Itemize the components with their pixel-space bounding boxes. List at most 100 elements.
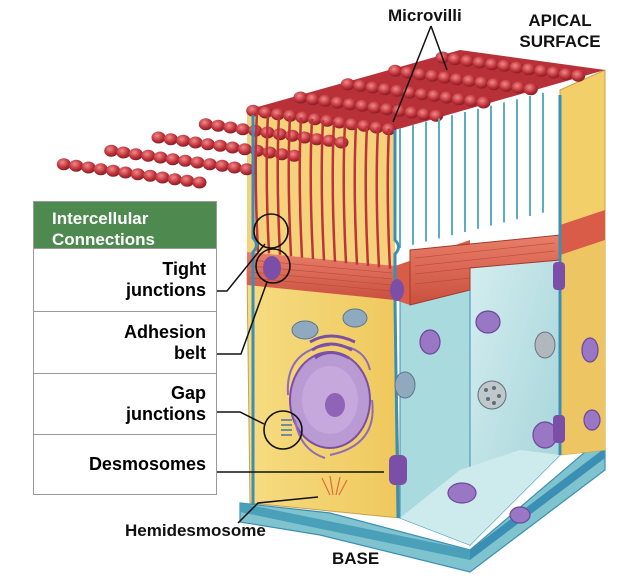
apical-label-line2: SURFACE bbox=[519, 31, 601, 51]
row-label-line2: junctions bbox=[126, 280, 206, 300]
microvillus-tip bbox=[464, 94, 479, 107]
microvillus-tip bbox=[258, 106, 273, 119]
microvillus-tip bbox=[447, 53, 462, 66]
microvillus-tip bbox=[437, 71, 452, 84]
microvillus-tip bbox=[404, 106, 419, 119]
microvillus-tip bbox=[499, 79, 514, 92]
microvillus-tip bbox=[523, 83, 538, 96]
microvillus-tip bbox=[340, 78, 355, 91]
right-side-cell bbox=[559, 69, 606, 456]
microvillus-strand bbox=[276, 114, 282, 255]
microvillus-strand bbox=[375, 127, 381, 268]
microvillus-tip bbox=[497, 59, 512, 72]
microvillus-tip bbox=[106, 164, 121, 177]
microvillus-tip bbox=[534, 64, 549, 77]
microvillus-tip bbox=[342, 98, 357, 111]
microvillus-tip bbox=[56, 158, 71, 171]
microvillus-strand bbox=[254, 111, 260, 253]
microvillus-tip bbox=[377, 83, 392, 96]
microvillus-tip bbox=[188, 136, 203, 149]
panel-title-line2: Connections bbox=[52, 230, 155, 249]
microvillus-tip bbox=[318, 94, 333, 107]
callout-circles bbox=[253, 213, 303, 450]
microvillus-tip bbox=[200, 138, 215, 151]
row-label-line1: Tight bbox=[162, 259, 206, 279]
apical-label-line1: APICAL bbox=[528, 11, 592, 30]
leader-lines bbox=[216, 25, 448, 524]
microvillus-tip bbox=[309, 133, 324, 146]
microvillus-tip bbox=[272, 128, 287, 141]
microvilli-bulbs bbox=[56, 51, 586, 189]
microvillus-tip bbox=[141, 149, 156, 162]
microvillus-tip bbox=[355, 99, 370, 112]
microvillus-tip bbox=[427, 89, 442, 102]
microvillus-tip bbox=[223, 121, 238, 134]
microvillus-tip bbox=[357, 119, 372, 132]
apical-surface-label: APICAL SURFACE bbox=[510, 12, 610, 51]
microvillus-tip bbox=[190, 156, 205, 169]
microvillus-tip bbox=[104, 144, 119, 157]
microvillus-tip bbox=[462, 74, 477, 87]
microvillus-strand bbox=[342, 123, 348, 264]
golgi-apparatus bbox=[309, 334, 356, 360]
microvillus-strand bbox=[265, 113, 271, 254]
row-label-line1: Adhesion bbox=[123, 321, 206, 342]
microvillus-tip bbox=[472, 56, 487, 69]
microvillus-tip bbox=[180, 174, 195, 187]
microvillus-strand bbox=[320, 120, 326, 261]
microvillus-tip bbox=[509, 61, 524, 74]
microvillus-tip bbox=[412, 68, 427, 81]
microvillus-tip bbox=[151, 131, 166, 144]
microvillus-tip bbox=[283, 109, 298, 122]
microvillus-tip bbox=[143, 169, 158, 182]
gap-junctions-row: Gap junctions bbox=[34, 373, 216, 434]
microvillus-tip bbox=[476, 96, 491, 109]
microvillus-tip bbox=[116, 146, 131, 159]
microvillus-tip bbox=[167, 173, 182, 186]
microvillus-strand bbox=[287, 116, 293, 257]
microvillus-tip bbox=[93, 163, 108, 176]
microvillus-tip bbox=[237, 143, 252, 156]
microvillus-tip bbox=[369, 121, 384, 134]
row-label-line2: junctions bbox=[126, 404, 206, 424]
microvillus-tip bbox=[176, 134, 191, 147]
microvillus-tip bbox=[334, 136, 349, 149]
row-label-line1: Gap bbox=[170, 383, 206, 403]
microvillus-strand bbox=[386, 128, 392, 269]
ribosome-cluster bbox=[477, 380, 507, 410]
microvillus-strand bbox=[309, 118, 315, 260]
intercellular-connections-panel: Intercellular Connections Tight junction… bbox=[33, 201, 217, 495]
desmosomes-row: Desmosomes bbox=[34, 434, 216, 494]
microvillus-tip bbox=[307, 113, 322, 126]
microvillus-tip bbox=[367, 101, 382, 114]
microvillus-tip bbox=[305, 93, 320, 106]
microvillus-tip bbox=[429, 109, 444, 122]
vesicles bbox=[419, 310, 601, 524]
nucleus bbox=[286, 344, 374, 459]
microvillus-tip bbox=[388, 64, 403, 77]
microvillus-tip bbox=[128, 148, 143, 161]
hemidesmosome-label: Hemidesmosome bbox=[125, 521, 266, 540]
panel-title-line1: Intercellular bbox=[52, 209, 149, 228]
microvillus-tip bbox=[130, 168, 145, 181]
microvillus-tip bbox=[287, 149, 302, 162]
microvillus-tip bbox=[571, 69, 586, 82]
microvillus-tip bbox=[81, 161, 96, 174]
microvillus-tip bbox=[69, 159, 84, 172]
microvilli-label: Microvilli bbox=[388, 6, 462, 25]
microvillus-tip bbox=[425, 69, 440, 82]
microvillus-strand bbox=[364, 125, 370, 267]
microvillus-tip bbox=[235, 123, 250, 136]
microvillus-tip bbox=[365, 81, 380, 94]
microvillus-tip bbox=[293, 91, 308, 104]
microvillus-tip bbox=[192, 176, 207, 189]
microvillus-tip bbox=[511, 81, 526, 94]
microvillus-tip bbox=[163, 133, 178, 146]
junction-markers bbox=[263, 256, 565, 485]
microvillus-tip bbox=[295, 111, 310, 124]
microvillus-strand bbox=[331, 121, 337, 262]
microvillus-strand bbox=[298, 117, 304, 258]
microvillus-tip bbox=[546, 66, 561, 79]
microvillus-tip bbox=[390, 84, 405, 97]
